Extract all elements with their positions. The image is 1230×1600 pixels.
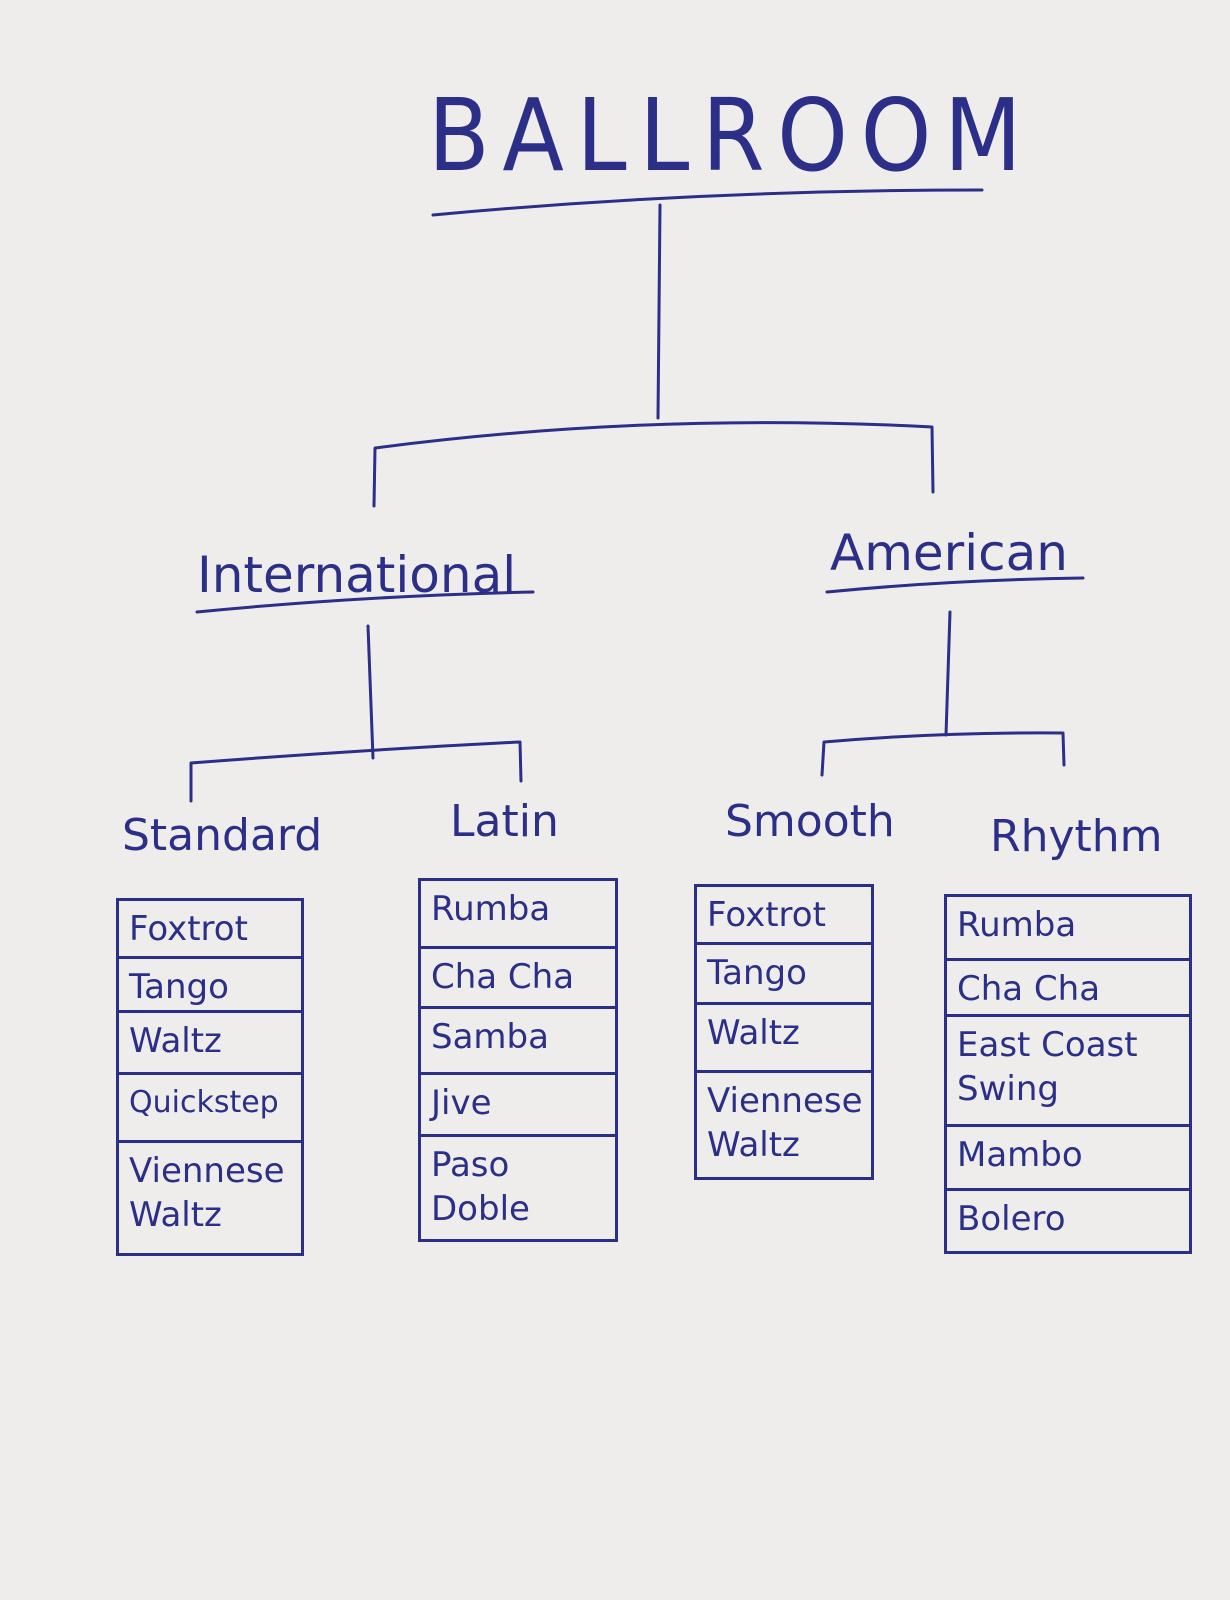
trunk-connector [656, 203, 662, 420]
branch-american: American [830, 524, 1068, 582]
branch-international: International [197, 546, 517, 604]
page-title: BALLROOM [428, 77, 1035, 194]
dance-item: Mambo [947, 1127, 1189, 1191]
dance-item: Cha Cha [421, 949, 615, 1009]
dance-item: Foxtrot [119, 901, 301, 959]
dance-item: Quickstep [119, 1075, 301, 1143]
dance-list-smooth: Foxtrot Tango Waltz Viennese Waltz [694, 884, 874, 1180]
dance-list-rhythm: Rumba Cha Cha East Coast Swing Mambo Bol… [944, 894, 1192, 1254]
international-underline [195, 590, 535, 614]
dance-item: Rumba [421, 881, 615, 949]
dance-item: Cha Cha [947, 961, 1189, 1017]
international-stem [366, 624, 375, 760]
dance-item: Tango [119, 959, 301, 1013]
dance-item: Viennese Waltz [707, 1081, 863, 1165]
dance-item: Samba [421, 1009, 615, 1075]
dance-item: Viennese Waltz [129, 1151, 285, 1235]
dance-item: Jive [421, 1075, 615, 1137]
category-smooth: Smooth [725, 796, 895, 847]
title-underline [431, 188, 984, 217]
international-bracket [189, 740, 523, 803]
dance-item: Bolero [957, 1199, 1066, 1239]
top-bracket [372, 421, 935, 508]
category-rhythm: Rhythm [990, 811, 1163, 862]
dance-item: Tango [697, 945, 871, 1005]
dance-item: Foxtrot [697, 887, 871, 945]
dance-item: East Coast Swing [947, 1017, 1189, 1127]
american-bracket [820, 731, 1066, 777]
category-latin: Latin [450, 796, 559, 847]
dance-item: Waltz [697, 1005, 871, 1073]
american-underline [825, 576, 1085, 594]
category-standard: Standard [122, 810, 323, 861]
american-stem [944, 610, 952, 737]
dance-item: Rumba [947, 897, 1189, 961]
dance-item: Waltz [119, 1013, 301, 1075]
dance-list-latin: Rumba Cha Cha Samba Jive Paso Doble [418, 878, 618, 1242]
dance-list-standard: Foxtrot Tango Waltz Quickstep Viennese W… [116, 898, 304, 1256]
dance-item: Paso Doble [431, 1145, 530, 1229]
